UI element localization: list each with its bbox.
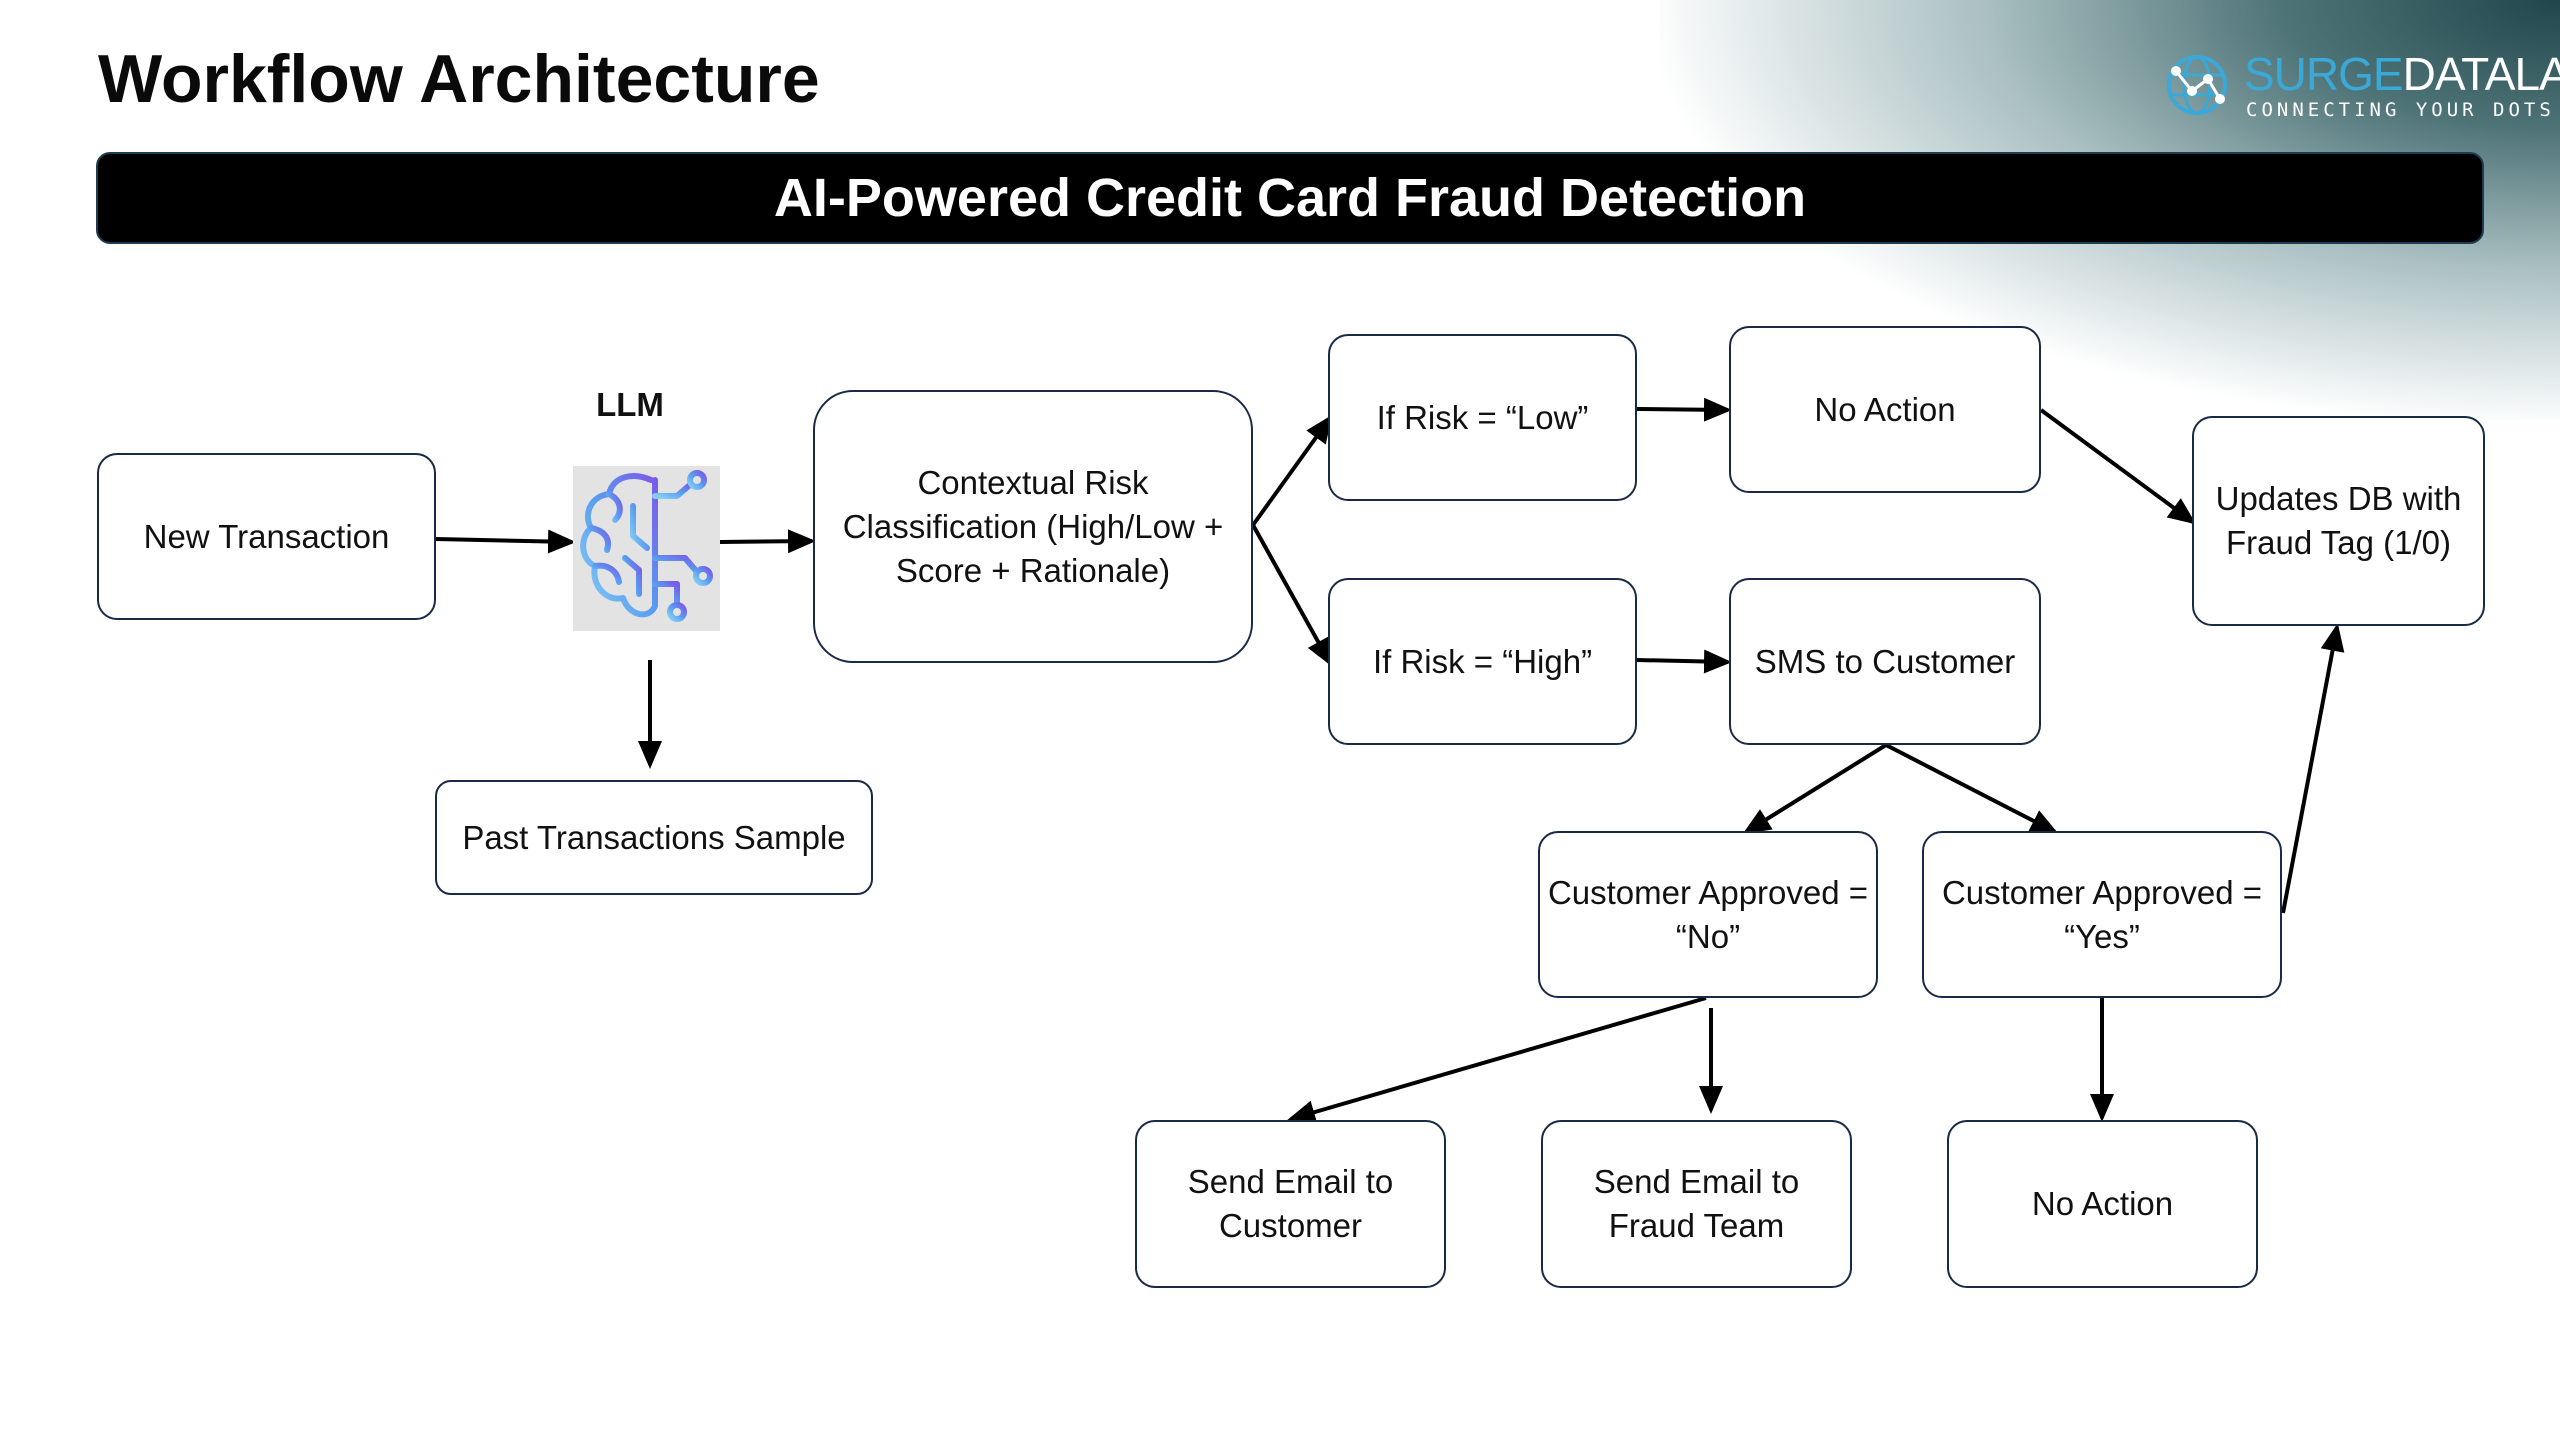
node-label: If Risk = “Low” [1376,398,1589,436]
brand-logo: SURGEDATALAB CONNECTING YOUR DOTS [2162,45,2560,135]
node-label: If Risk = “High” [1372,642,1593,680]
arrow-risk-high-to-sms [1636,649,1732,674]
node-if-risk-low: If Risk = “Low” [1328,334,1637,501]
logo-tagline: CONNECTING YOUR DOTS [2246,99,2555,121]
node-if-risk-high: If Risk = “High” [1328,578,1637,745]
logo-wordmark-surge: SURGE [2244,48,2404,100]
node-updates-db-fraud-tag: Updates DB with Fraud Tag (1/0) [2192,416,2485,626]
node-sms-to-customer: SMS to Customer [1729,578,2041,745]
brain-circuit-graphic [580,470,716,622]
arrow-llm-to-risk-classification [719,529,816,554]
page-title: Workflow Architecture [98,41,820,117]
banner-title: AI-Powered Credit Card Fraud Detection [773,168,1807,228]
node-label: No Action [2031,1185,2174,1222]
node-label: Send Email to Fraud Team [1593,1163,1800,1244]
arrow-classification-to-risk-high [1251,524,1332,667]
llm-label: LLM [596,386,664,423]
logo-wordmark-datalab: DATALAB [2402,48,2560,100]
arrow-no-action-to-updates-db [2039,408,2197,525]
globe-network-icon [2167,55,2227,115]
node-label: New Transaction [143,517,390,555]
node-label: Customer Approved = “Yes” [1941,873,2263,955]
title-banner: AI-Powered Credit Card Fraud Detection [96,152,2484,244]
node-send-email-to-customer: Send Email to Customer [1135,1120,1446,1288]
node-no-action-low-risk: No Action [1729,326,2041,493]
node-customer-approved-yes: Customer Approved = “Yes” [1922,831,2282,998]
node-label: Updates DB with Fraud Tag (1/0) [2215,480,2462,561]
node-label: No Action [1814,390,1956,428]
node-label: SMS to Customer [1754,642,2016,680]
arrow-approved-yes-to-updates-db [2281,623,2345,914]
node-label: Contextual Risk Classification (High/Low… [842,463,1224,589]
node-label: Past Transactions Sample [462,818,846,856]
arrow-sms-to-approved-yes [1885,743,2059,834]
node-label: Customer Approved = “No” [1547,873,1869,955]
node-past-transactions-sample: Past Transactions Sample [435,780,873,895]
arrow-risk-low-to-no-action [1636,397,1732,422]
node-contextual-risk-classification: Contextual Risk Classification (High/Low… [813,390,1253,663]
arrow-transaction-to-llm [435,529,576,554]
node-no-action-approved: No Action [1947,1120,2258,1288]
node-customer-approved-no: Customer Approved = “No” [1538,831,1878,998]
arrow-classification-to-risk-low [1251,414,1333,527]
arrow-sms-to-approved-no [1742,743,1888,835]
node-send-email-to-fraud-team: Send Email to Fraud Team [1541,1120,1852,1288]
node-label: Send Email to Customer [1187,1163,1394,1244]
node-new-transaction: New Transaction [97,453,436,620]
brain-circuit-icon [573,466,720,631]
arrow-approved-no-to-email-customer [1287,996,1707,1124]
logo-wordmark: SURGEDATALAB [2244,49,2560,99]
